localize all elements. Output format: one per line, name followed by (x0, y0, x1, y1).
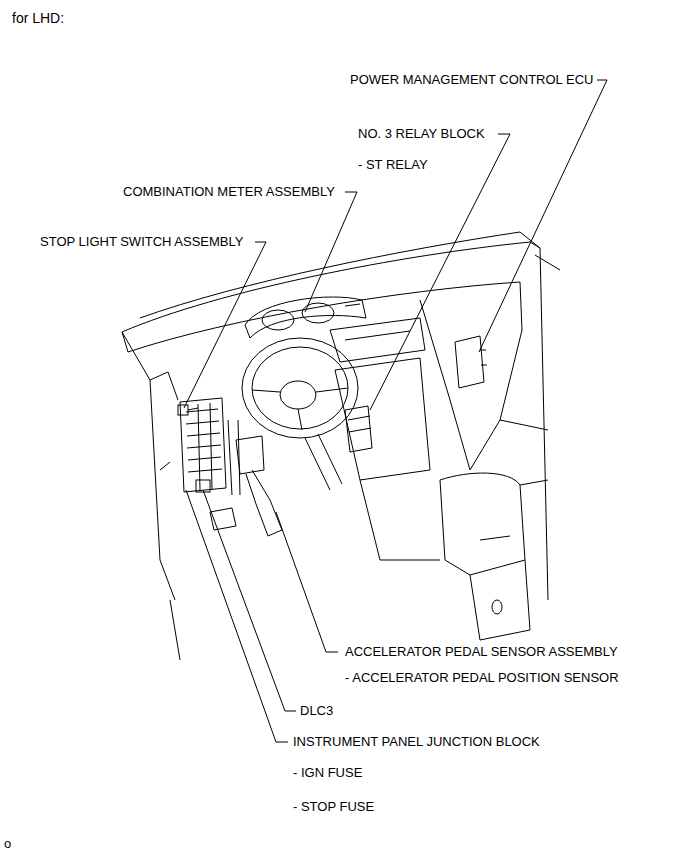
part-label: POWER MANAGEMENT CONTROL ECU (350, 72, 593, 88)
part-label: COMBINATION METER ASSEMBLY (123, 184, 335, 200)
part-label: DLC3 (300, 703, 333, 719)
part-label: ACCELERATOR PEDAL SENSOR ASSEMBLY (345, 644, 618, 660)
part-label: STOP LIGHT SWITCH ASSEMBLY (40, 234, 243, 250)
diagram-title: for LHD: (12, 10, 64, 26)
part-label: - ST RELAY (358, 157, 428, 173)
part-label: NO. 3 RELAY BLOCK (358, 126, 485, 142)
part-label: - STOP FUSE (293, 799, 374, 815)
part-label: - IGN FUSE (293, 765, 362, 781)
part-label: INSTRUMENT PANEL JUNCTION BLOCK (293, 734, 540, 750)
part-label: o (4, 836, 11, 852)
part-label: - ACCELERATOR PEDAL POSITION SENSOR (345, 670, 619, 686)
